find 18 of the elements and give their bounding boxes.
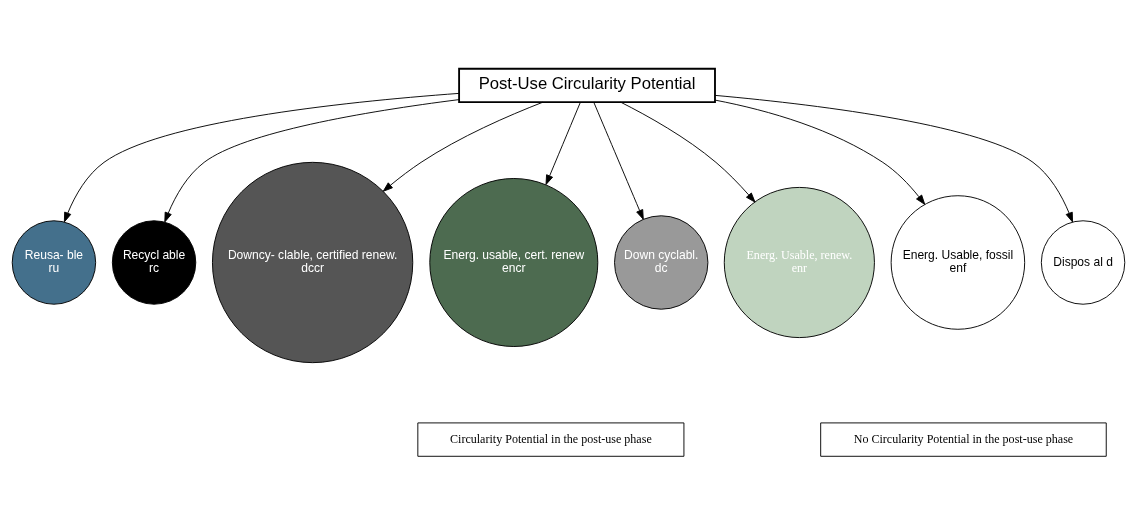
node-box: Post-Use Circularity Potential [458, 67, 716, 103]
node-circle: Energ. usable, cert. renew encr [429, 177, 599, 347]
arrow [545, 101, 581, 185]
node-circle: Reusa- ble ru [11, 219, 97, 305]
node-box: No Circularity Potential in the post-use phase [820, 421, 1107, 457]
arrow [382, 101, 544, 192]
node-circle: Energ. Usable, renew. enr [723, 186, 875, 338]
arrow [164, 98, 460, 222]
arrow [593, 101, 644, 220]
node-box: Circularity Potential in the post-use phase [417, 421, 685, 457]
arrow [714, 99, 926, 205]
node-circle: Downcy- clable, certified renew. dccr [211, 161, 414, 363]
node-circle: Down cyclabl. dc [614, 214, 709, 310]
arrow [714, 94, 1074, 222]
arrow [620, 101, 756, 203]
node-circle: Dispos al d [1040, 219, 1126, 305]
node-circle: Recycl able rc [111, 219, 197, 305]
arrow [63, 92, 460, 222]
